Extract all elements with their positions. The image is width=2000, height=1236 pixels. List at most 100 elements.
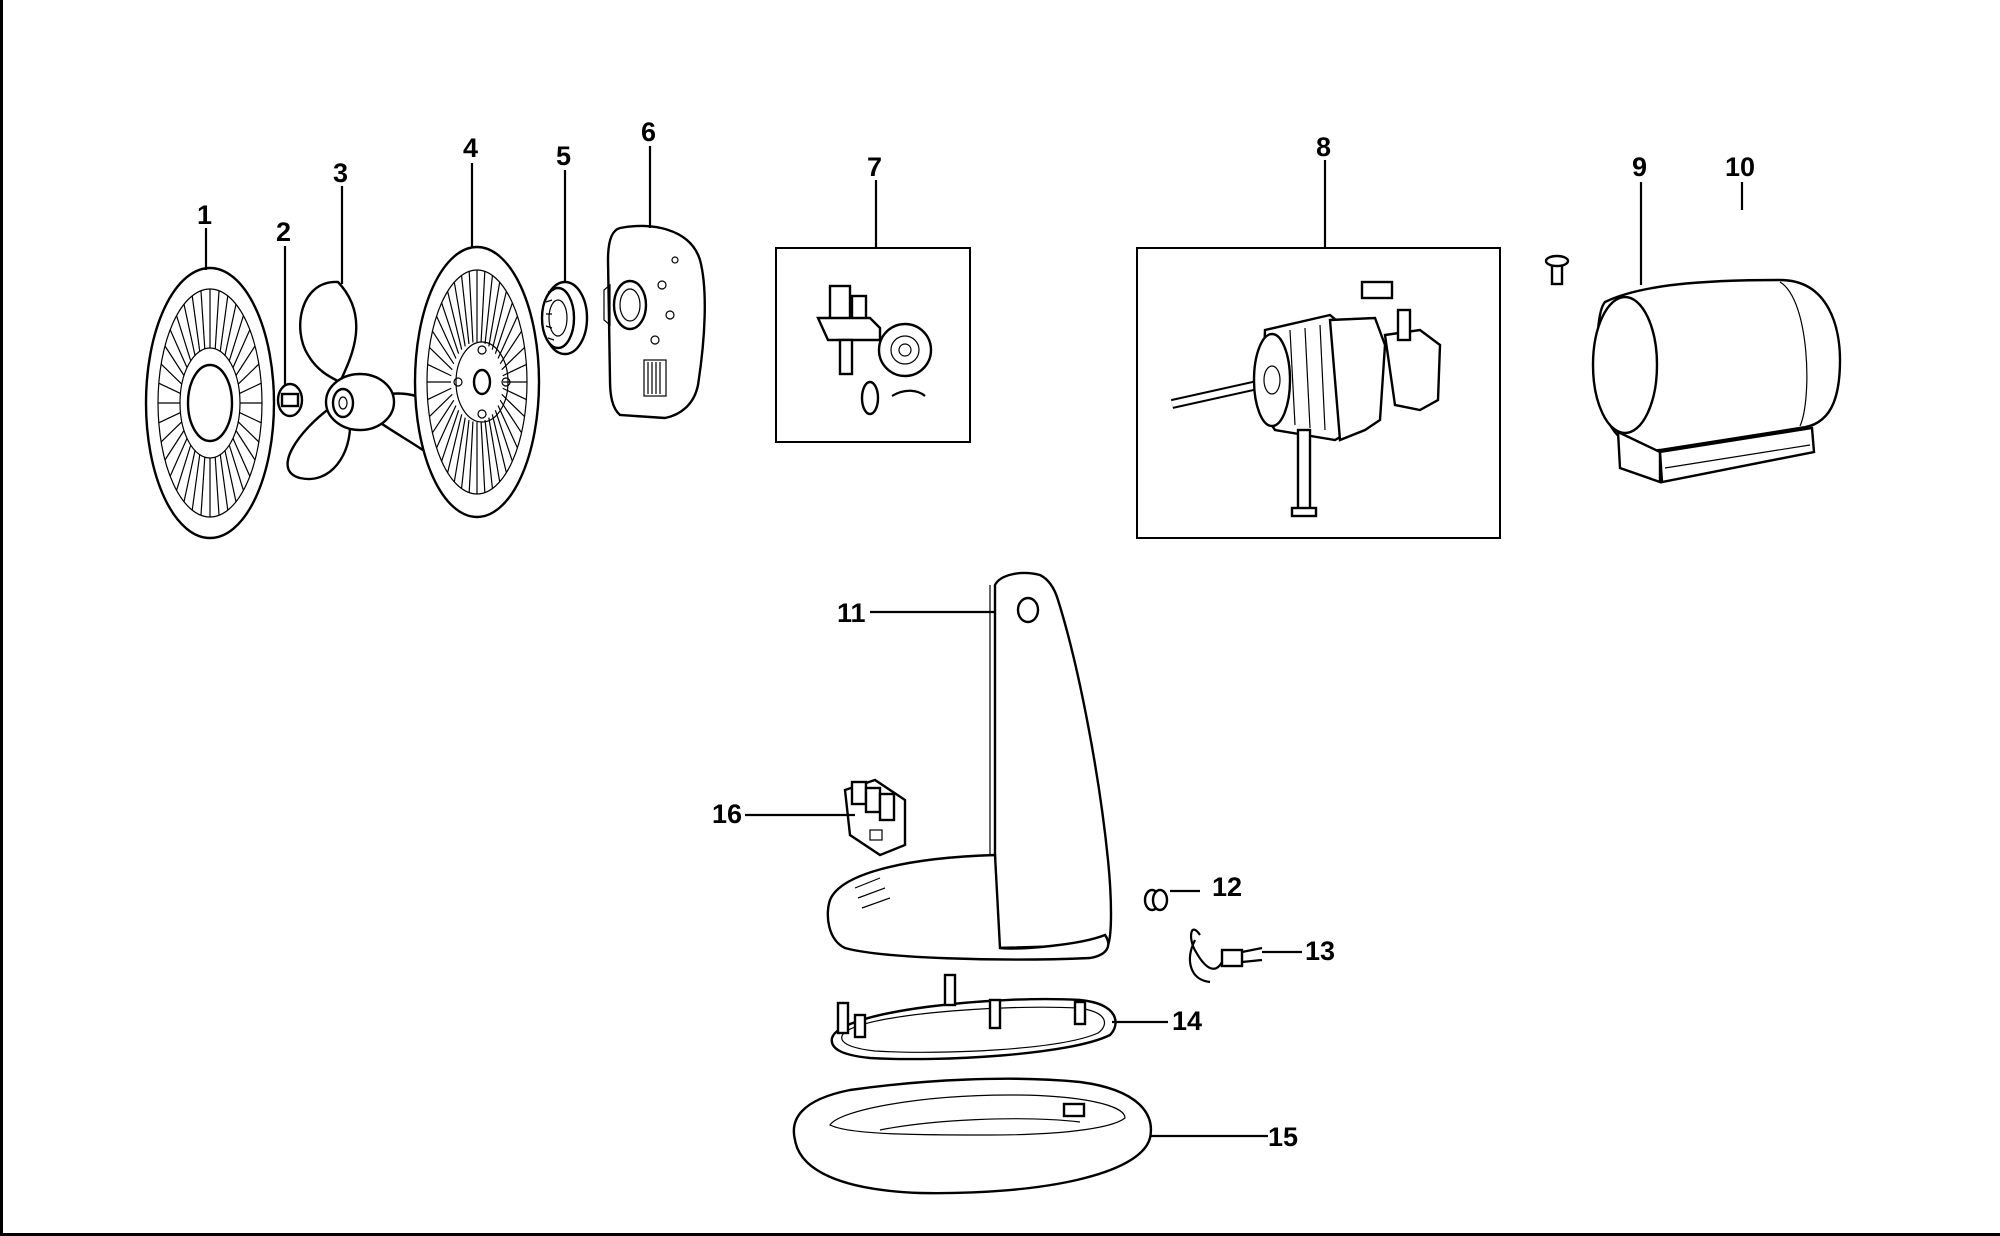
grille-spoke: [436, 315, 457, 359]
grille-nut-part: [540, 280, 589, 356]
grille-spoke: [501, 393, 525, 418]
spinner-cap-part: [276, 382, 304, 418]
grille-spoke: [468, 421, 474, 493]
grille-spoke: [200, 457, 206, 516]
grille-spoke: [158, 382, 181, 394]
grille-spoke: [200, 290, 206, 349]
part-label-9: 9: [1632, 152, 1647, 182]
part-label-10: 10: [1725, 152, 1755, 182]
part-label-14: 14: [1172, 1006, 1202, 1036]
part-label-2: 2: [276, 217, 291, 247]
stand-body-part: [826, 571, 1113, 961]
grille-spoke: [447, 414, 463, 473]
grille-spoke: [484, 419, 494, 489]
power-cord-part: [1188, 928, 1263, 984]
part-label-7: 7: [867, 152, 882, 182]
grille-spoke: [502, 387, 527, 401]
part-label-16: 16: [712, 799, 742, 829]
motor-rear-housing-part: [1591, 278, 1842, 484]
grille-spoke: [460, 275, 470, 345]
grille-spoke: [232, 329, 251, 368]
part-label-11: 11: [837, 598, 866, 628]
fan-blade-part: [286, 280, 450, 481]
grille-spoke: [429, 346, 453, 371]
oscillation-knob-part: [1544, 254, 1570, 286]
grille-spoke: [491, 291, 507, 350]
grille-spoke: [160, 421, 183, 443]
grille-spoke: [191, 295, 201, 352]
grille-spoke: [235, 345, 256, 376]
grille-spoke: [447, 291, 463, 350]
grille-spoke: [228, 315, 244, 362]
grille-spoke: [494, 410, 513, 462]
grille-spoke: [453, 417, 466, 482]
grille-spoke: [431, 399, 455, 434]
grille-spoke: [499, 330, 523, 365]
part-label-15: 15: [1268, 1122, 1298, 1152]
grille-spoke: [164, 430, 185, 461]
grille-spoke: [497, 315, 518, 359]
part-label-4: 4: [463, 133, 478, 163]
grille-spoke: [488, 282, 501, 347]
grille-spoke: [239, 412, 262, 424]
front-grille-part: [144, 266, 276, 540]
grille-spoke: [501, 346, 525, 371]
part-labels: 1 2 3 4 5 6 7 8 9 10 11 12 13 14 15 16: [197, 117, 1755, 1152]
grille-spoke: [441, 302, 460, 354]
grille-spoke: [237, 421, 260, 443]
grille-spoke: [502, 363, 527, 377]
grille-spoke: [176, 315, 192, 362]
grille-spoke: [453, 282, 466, 347]
part-label-13: 13: [1305, 936, 1335, 966]
strain-relief-part: [1143, 888, 1169, 912]
grille-spoke: [427, 363, 452, 377]
grille-spoke: [224, 450, 237, 502]
grille-spoke: [214, 457, 220, 516]
part-label-1: 1: [197, 200, 212, 230]
grille-spoke: [480, 421, 486, 493]
grille-spoke: [237, 363, 260, 385]
grille-spoke: [431, 330, 455, 365]
grille-spoke: [441, 410, 460, 462]
grille-spoke: [169, 329, 188, 368]
grille-spoke: [228, 444, 244, 491]
grille-spoke: [494, 302, 513, 354]
grille-spoke: [158, 412, 181, 424]
grille-spoke: [488, 417, 501, 482]
grille-spoke: [219, 454, 229, 511]
grille-spoke: [468, 271, 474, 343]
grille-spoke: [480, 271, 486, 343]
switch-part: [843, 778, 907, 857]
motor-part: [1136, 247, 1501, 539]
grille-spoke: [219, 295, 229, 352]
motor-front-cover-part: [603, 224, 706, 420]
part-label-6: 6: [641, 117, 656, 147]
grille-spoke: [160, 363, 183, 385]
part-label-8: 8: [1316, 132, 1331, 162]
grille-spoke: [497, 405, 518, 449]
grille-spoke: [214, 290, 220, 349]
leader-lines: [204, 146, 1744, 1138]
grille-spoke: [183, 304, 196, 356]
grille-spoke: [183, 450, 196, 502]
grille-spoke: [232, 438, 251, 477]
grille-spoke: [436, 405, 457, 449]
rear-grille-part: [413, 245, 541, 519]
grille-spoke: [484, 275, 494, 345]
part-label-5: 5: [556, 141, 571, 171]
base-plate-part: [830, 973, 1117, 1061]
grille-spoke: [224, 304, 237, 356]
grille-spoke: [491, 414, 507, 473]
grille-spoke: [460, 419, 470, 489]
grille-spoke: [239, 382, 262, 394]
base-part: [792, 1077, 1153, 1195]
grille-spoke: [176, 444, 192, 491]
grille-spoke: [427, 387, 452, 401]
oscillation-assembly-part: [775, 247, 971, 443]
grille-spoke: [191, 454, 201, 511]
grille-spoke: [164, 345, 185, 376]
part-label-3: 3: [333, 158, 348, 188]
grille-spoke: [429, 393, 453, 418]
